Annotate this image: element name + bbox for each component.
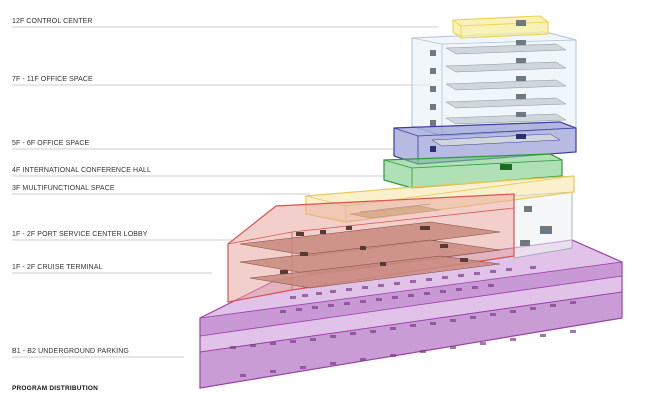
label-port-lobby: 1F - 2F PORT SERVICE CENTER LOBBY [12,231,148,238]
lower-tower-volume [513,191,573,259]
parking-cars [230,266,576,377]
diagram-title: PROGRAM DISTRIBUTION [12,385,98,392]
label-cruise: 1F - 2F CRUISE TERMINAL [12,264,103,271]
terminal-floor-plates [239,221,501,289]
label-parking: B1 - B2 UNDERGROUND PARKING [12,348,129,355]
office-cores [430,40,526,126]
office-floor-plates [445,43,567,125]
label-office-lower: 5F - 6F OFFICE SPACE [12,140,90,147]
label-multifunctional: 3F MULTIFUNCTIONAL SPACE [12,185,115,192]
label-conference: 4F INTERNATIONAL CONFERENCE HALL [12,167,151,174]
terminal-details [280,226,468,274]
label-office-upper: 7F - 11F OFFICE SPACE [12,76,93,83]
office-lower-volume [393,121,577,165]
label-control: 12F CONTROL CENTER [12,18,93,25]
control-volume [452,15,549,39]
